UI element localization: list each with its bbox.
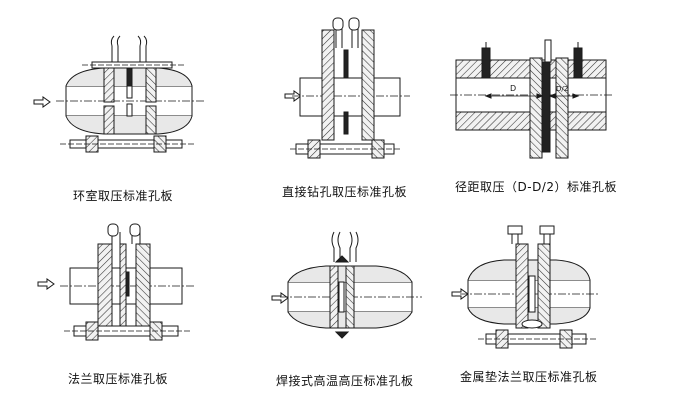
- flow-arrow-icon: [33, 96, 51, 108]
- flow-arrow-icon: [37, 278, 55, 290]
- caption-direct-drill: 直接钻孔取压标准孔板: [282, 185, 408, 199]
- caption-d-d2: 径距取压（D-D/2）标准孔板: [455, 180, 617, 194]
- dimension-label-d: D: [510, 84, 516, 93]
- caption-metal-gasket: 金属垫法兰取压标准孔板: [460, 370, 598, 384]
- flow-arrow-icon: [271, 292, 289, 304]
- caption-welded: 焊接式高温高压标准孔板: [276, 374, 414, 388]
- diagram-ring-chamber-tap: [33, 35, 205, 153]
- dimension-label-d-half: D/2: [556, 85, 568, 93]
- caption-flange: 法兰取压标准孔板: [68, 372, 169, 386]
- caption-ring-chamber: 环室取压标准孔板: [73, 189, 174, 203]
- diagram-welded-high-temp: [271, 231, 422, 339]
- diagram-flange-tap: [37, 223, 196, 341]
- diagram-direct-drill-tap: [284, 17, 410, 159]
- diagram-metal-gasket-flange: [451, 225, 600, 349]
- diagram-d-d2-tap: D D/2: [450, 39, 612, 159]
